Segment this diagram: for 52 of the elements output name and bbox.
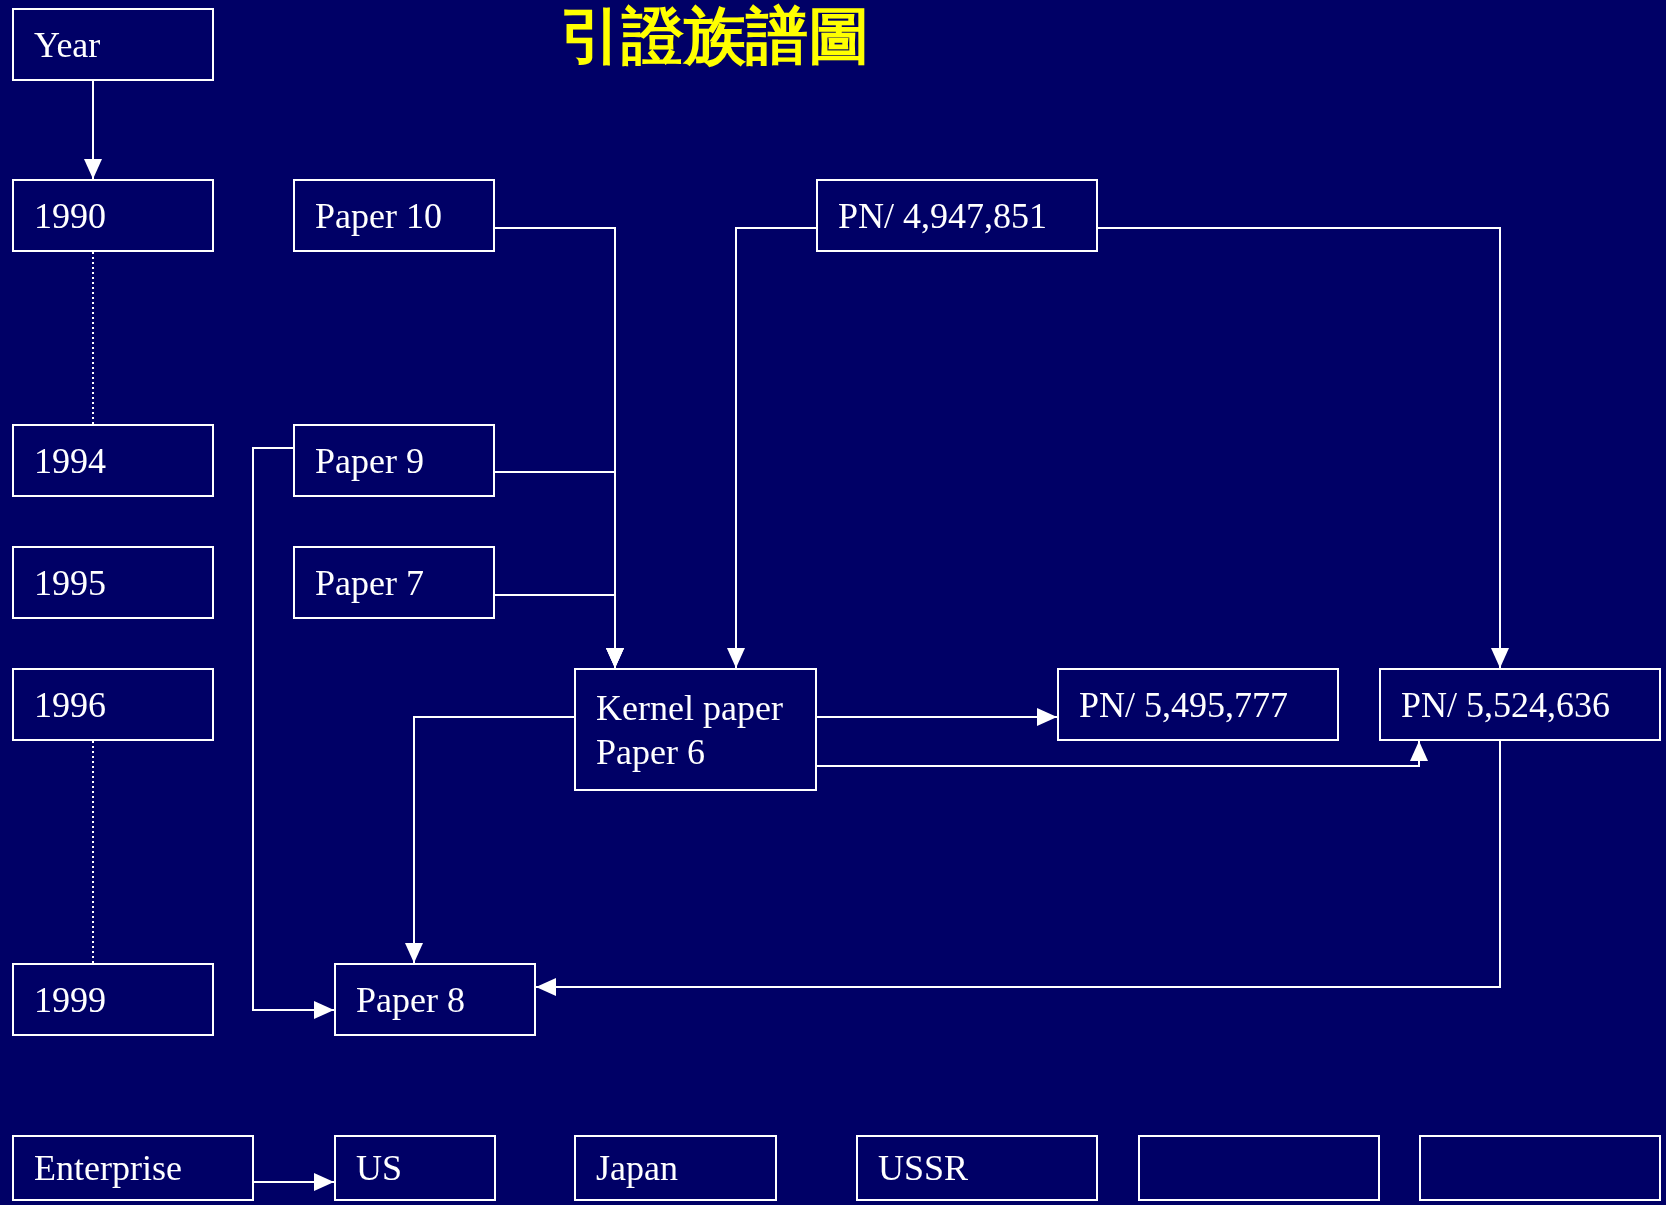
node-text: Kernel paper — [596, 686, 784, 730]
outlined-box — [574, 668, 817, 791]
node-text: Paper 9 — [315, 439, 425, 483]
outlined-box — [1057, 668, 1339, 741]
outlined-box — [12, 546, 214, 619]
title: 引證族譜圖 — [560, 0, 870, 72]
node-text: 1999 — [34, 978, 107, 1022]
node-text: Paper 6 — [596, 730, 706, 774]
node-text: Paper 7 — [315, 561, 425, 605]
node-text: PN/ 5,524,636 — [1401, 683, 1612, 727]
node-text: USSR — [878, 1147, 970, 1190]
node-text: PN/ 5,495,777 — [1079, 683, 1290, 727]
arrow — [535, 740, 1501, 996]
dotted-line — [92, 740, 94, 964]
outlined-box — [574, 1135, 777, 1201]
arrow — [252, 447, 335, 1019]
outlined-box — [1379, 668, 1661, 741]
arrow — [816, 708, 1058, 726]
outlined-box — [12, 668, 214, 741]
node-text: Enterprise — [34, 1147, 183, 1190]
node-text: PN/ 4,947,851 — [838, 194, 1049, 238]
node-text: 1990 — [34, 194, 107, 238]
outlined-box — [12, 963, 214, 1036]
empty-box — [1419, 1135, 1661, 1201]
outlined-box — [816, 179, 1098, 252]
arrow — [405, 716, 575, 964]
empty-box — [1138, 1135, 1380, 1201]
outlined-box — [293, 546, 495, 619]
arrow — [1097, 227, 1509, 669]
arrow — [494, 594, 624, 669]
node-text: US — [356, 1147, 404, 1190]
dotted-line — [92, 251, 94, 425]
outlined-box — [293, 424, 495, 497]
node-text: 1996 — [34, 683, 107, 727]
arrow — [727, 227, 817, 669]
node-text: Year — [34, 23, 102, 67]
outlined-box — [293, 179, 495, 252]
outlined-box — [12, 1135, 254, 1201]
outlined-box — [12, 8, 214, 81]
node-text: Paper 10 — [315, 194, 443, 238]
arrow — [84, 80, 102, 180]
outlined-box — [856, 1135, 1098, 1201]
node-text: 1994 — [34, 439, 107, 483]
arrow — [253, 1173, 335, 1191]
outlined-box — [334, 1135, 496, 1201]
outlined-box — [334, 963, 536, 1036]
node-text: Paper 8 — [356, 978, 466, 1022]
arrow — [816, 740, 1428, 767]
node-text: 1995 — [34, 561, 107, 605]
outlined-box — [12, 179, 214, 252]
node-text: Japan — [596, 1147, 679, 1190]
outlined-box — [12, 424, 214, 497]
